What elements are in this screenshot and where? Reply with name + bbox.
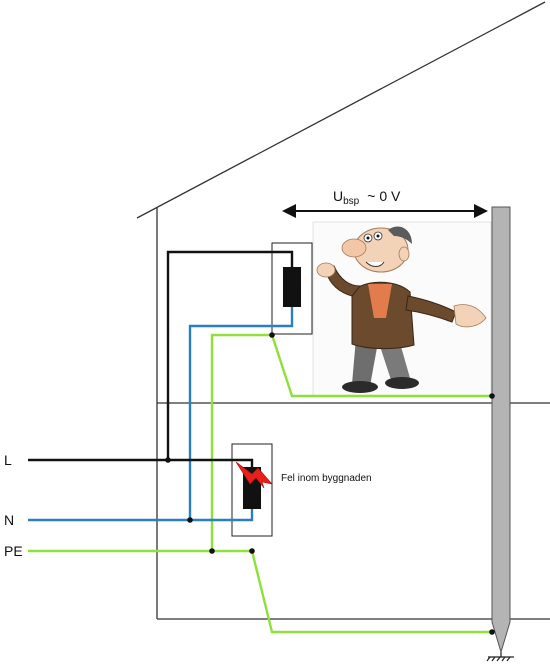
surprised-man-icon [316, 226, 487, 393]
n-label: N [4, 512, 14, 528]
l-upper-wire [166, 250, 294, 460]
lightning-bolt-icon [235, 461, 273, 489]
pe-label: PE [4, 543, 23, 559]
roof-line [136, 1, 546, 219]
n-upper-wire [188, 307, 294, 520]
voltage-label: Ubsp ~ 0 V [333, 188, 401, 207]
n-wires [28, 307, 294, 522]
upper-fuse [283, 267, 301, 307]
lower-fuse-box [231, 443, 273, 537]
voltage-symbol: U [333, 188, 343, 204]
voltage-subscript: bsp [343, 196, 360, 207]
voltage-arrow [282, 204, 488, 218]
n-main-wire [28, 509, 254, 522]
l-wires [28, 250, 294, 467]
voltage-value: ~ 0 V [367, 188, 401, 204]
earth-pole [486, 206, 514, 662]
pe-main-wire [28, 549, 492, 634]
person-illustration [312, 221, 492, 397]
l-main-wire [28, 458, 254, 467]
junction-dots [165, 332, 495, 635]
l-label: L [4, 452, 12, 468]
earth-rod [491, 206, 511, 654]
ground-symbol-icon [486, 652, 514, 662]
fault-label: Fel inom byggnaden [281, 473, 372, 484]
